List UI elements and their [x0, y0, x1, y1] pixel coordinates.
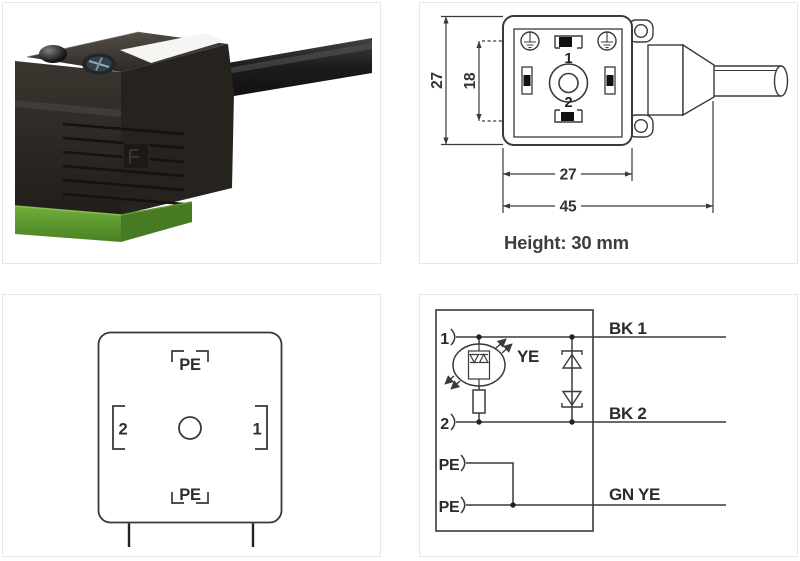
connector-face-inner: [513, 28, 623, 138]
core-2-label: BK 2: [609, 404, 647, 423]
pin-contact-2: [554, 109, 583, 123]
junction-dots: [476, 334, 575, 508]
terminal-pe1-label: PE: [439, 457, 460, 474]
terminal-1-label: 1: [440, 331, 449, 348]
body-step-ledge: [15, 100, 121, 117]
led-color-label: YE: [517, 347, 539, 366]
terminal-arc-pe1: [460, 454, 466, 472]
pin2-label: 2: [119, 421, 128, 439]
wires: [450, 328, 726, 514]
pe-bottom-brackets: [171, 492, 209, 504]
pin1-number: 1: [564, 51, 572, 67]
pin1-label: 1: [253, 421, 262, 439]
dimension-drawing-tile[interactable]: 27 18 27 45 1 2 Height: 30 mm: [419, 2, 798, 264]
pe-top-label: PE: [179, 356, 201, 374]
wiring-diagram-tile[interactable]: 1 2 PE PE YE BK 1 BK 2 GN YE: [419, 294, 798, 557]
product-photo-tile[interactable]: [2, 2, 381, 264]
terminal-pe2-label: PE: [439, 499, 460, 516]
dimension-drawing: 27 18 27 45 1 2 Height: 30 mm: [429, 15, 789, 253]
dim-total-width: 45: [560, 199, 577, 216]
indicator-dome: [39, 45, 67, 63]
dim-body-width: 27: [560, 167, 577, 184]
resistor-icon: [472, 389, 486, 414]
side-contacts: [521, 66, 616, 95]
pinout-drawing: PE PE 2 1: [97, 331, 283, 547]
pin1-bracket: [255, 405, 268, 450]
connector-box-outline: [435, 309, 594, 532]
green-base: [14, 201, 193, 242]
ground-screw-icon: [520, 31, 540, 51]
connector-body: [14, 31, 234, 242]
pin2-bracket: [112, 405, 125, 450]
pinout-body-outline: [97, 331, 283, 524]
dimension-arrows: [443, 16, 713, 209]
cable-gland: [647, 43, 715, 117]
wiring-diagram: 1 2 PE PE YE BK 1 BK 2 GN YE: [435, 309, 726, 532]
terminal-arc-1: [450, 328, 456, 346]
led-icon: [444, 338, 513, 390]
solder-pins: [127, 523, 255, 547]
wire-pe-link: [466, 462, 514, 505]
core-pe-label: GN YE: [609, 485, 660, 504]
dim-pin-spacing: 18: [462, 72, 479, 89]
core-1-label: BK 1: [609, 319, 647, 338]
terminal-arc-2: [450, 413, 456, 431]
top-screw: [82, 53, 116, 75]
suppressor-diode-icon: [561, 350, 583, 408]
dim-outer-height: 27: [429, 72, 446, 89]
height-note: Height: 30 mm: [504, 232, 629, 253]
molded-logo: [122, 142, 150, 170]
pe-top-brackets: [171, 350, 209, 362]
cover-slots: [62, 122, 185, 206]
dimension-lines: [441, 15, 714, 213]
terminal-2-label: 2: [440, 416, 449, 433]
pinout-drawing-tile[interactable]: PE PE 2 1: [2, 294, 381, 557]
center-screw-hole: [548, 63, 589, 103]
pe-bottom-label: PE: [179, 486, 201, 504]
white-label: [120, 33, 225, 63]
led-emission-arrows: [444, 338, 513, 390]
center-hole: [178, 416, 202, 440]
ground-screw-icon: [597, 31, 617, 51]
molded-cable: [216, 38, 372, 99]
connector-photo: [14, 31, 372, 242]
cable-outline: [714, 65, 789, 97]
pin2-number: 2: [564, 95, 572, 111]
pin-contact-1: [554, 35, 583, 49]
terminal-arc-pe2: [460, 496, 466, 514]
